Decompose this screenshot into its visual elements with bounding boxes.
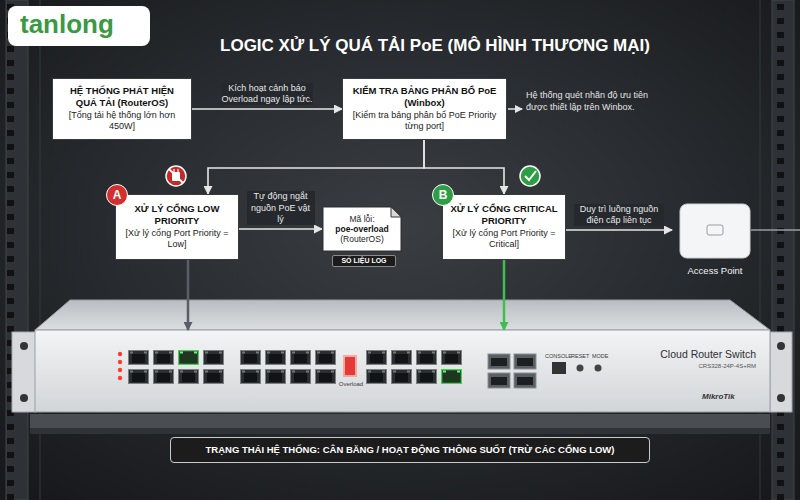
process-box: XỬ LÝ CỔNG CRITICAL PRIORITY[Xử lý cổng … xyxy=(442,194,566,260)
edge-label: Duy trì luồng nguồn điện cấp liên tục xyxy=(574,204,664,227)
connector-arrow xyxy=(503,260,506,330)
brand-mark: MikroTik xyxy=(702,392,735,401)
status-banner: TRẠNG THÁI HỆ THỐNG: CÂN BẰNG / HOẠT ĐỘN… xyxy=(170,437,650,463)
node-text: Mã lỗi: xyxy=(349,214,374,224)
node-text: [Tổng tải hệ thống lớn hơn 450W] xyxy=(60,110,184,133)
button-label: MODE xyxy=(592,353,609,359)
node-text: CRS328-24P-4S+RM xyxy=(698,363,756,369)
port-label: CONSOLE xyxy=(545,353,572,359)
switch-panel: Cloud Router SwitchCRS328-24P-4S+RM xyxy=(35,330,770,412)
node-text: KIỂM TRA BẢNG PHÂN BỔ PoE (Winbox) xyxy=(350,85,499,108)
connector-arrow xyxy=(208,140,424,194)
node-text: Access Point xyxy=(688,265,743,276)
process-box: KIỂM TRA BẢNG PHÂN BỔ PoE (Winbox)[Kiểm … xyxy=(342,78,507,140)
callout-badge: B xyxy=(432,184,454,206)
node-text: [Xử lý cổng Port Priority = Low] xyxy=(123,228,231,251)
led-label: Overload xyxy=(337,381,365,387)
connector-arrow xyxy=(566,229,672,231)
connector-arrow xyxy=(239,228,322,230)
document-fold xyxy=(391,207,401,217)
side-note: Hệ thống quét nhãn độ ưu tiên được thiết… xyxy=(526,90,651,113)
edge-label: Tự động ngắt nguồn PoE vật lý xyxy=(247,191,315,225)
node-text: TRẠNG THÁI HỆ THỐNG: CÂN BẰNG / HOẠT ĐỘN… xyxy=(206,444,615,456)
node-text: Cloud Router Switch xyxy=(660,348,756,360)
process-box: XỬ LÝ CỔNG LOW PRIORITY[Xử lý cổng Port … xyxy=(115,194,239,260)
log-tag: SỐ LIỆU LOG xyxy=(332,255,396,267)
access-point: Access Point xyxy=(672,200,758,278)
connector-arrow xyxy=(187,260,190,330)
node-text: XỬ LÝ CỔNG LOW PRIORITY xyxy=(123,203,231,226)
node-text: HỆ THỐNG PHÁT HIỆN QUÁ TẢI (RouterOS) xyxy=(60,85,184,108)
callout-badge: A xyxy=(106,184,128,206)
edge-label: Kích hoạt cảnh báo Overload ngay lập tức… xyxy=(221,83,313,106)
button-label: RESET xyxy=(571,353,589,359)
log-document: Mã lỗi:poe-overload(RouterOS) xyxy=(322,206,402,252)
document-outline xyxy=(323,207,402,252)
node-text: poe-overload xyxy=(335,224,388,234)
node-text: (RouterOS) xyxy=(340,234,383,244)
connector-arrow xyxy=(192,108,342,110)
node-text: [Kiểm tra bảng phân bổ PoE Priority từng… xyxy=(350,110,499,133)
node-text: [Xử lý cổng Port Priority = Critical] xyxy=(450,228,558,251)
node-text: XỬ LÝ CỔNG CRITICAL PRIORITY xyxy=(450,203,558,226)
process-box: HỆ THỐNG PHÁT HIỆN QUÁ TẢI (RouterOS)[Tổ… xyxy=(52,78,192,140)
node-text: SỐ LIỆU LOG xyxy=(341,257,386,265)
diagram-title: LOGIC XỬ LÝ QUÁ TẢI PoE (MÔ HÌNH THƯƠNG … xyxy=(170,36,700,56)
brand-logo: tanlong xyxy=(20,9,114,40)
